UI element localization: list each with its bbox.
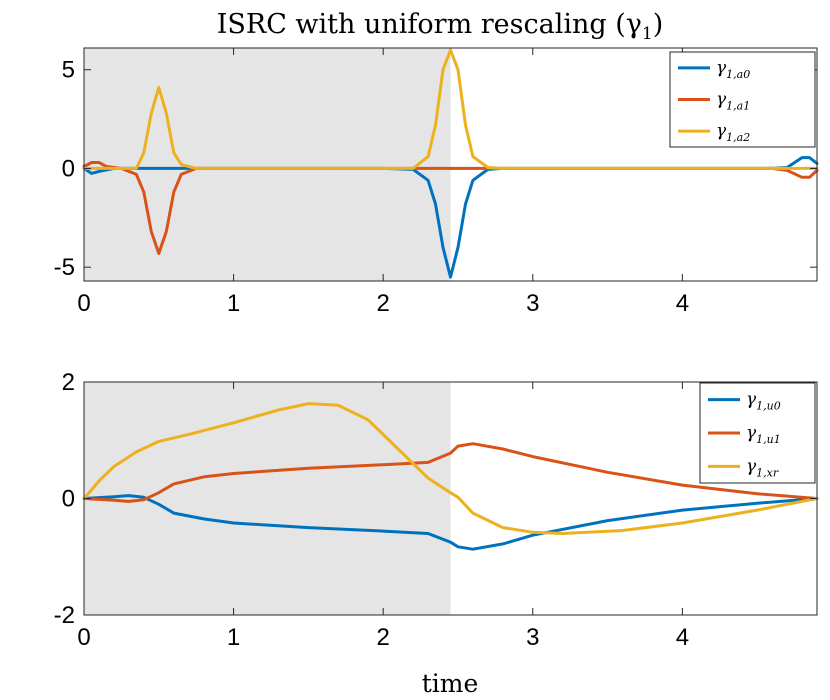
bottom-legend-label-2: γ1,xr xyxy=(746,456,779,479)
bottom-y-tick-label: 2 xyxy=(62,369,75,396)
bottom-y-tick-label: 0 xyxy=(62,486,75,513)
bottom-series-line-2 xyxy=(82,402,819,535)
top-axes-box xyxy=(83,47,818,282)
bottom-shaded-region xyxy=(84,382,451,615)
figure-title: ISRC with uniform rescaling (γ1) xyxy=(217,9,664,44)
top-series-line-2 xyxy=(82,48,819,170)
top-series-line-1 xyxy=(82,161,819,255)
bottom-legend-label-0: γ1,u0 xyxy=(746,390,781,413)
top-legend-label-0: γ1,a0 xyxy=(716,58,750,81)
top-x-tick-label: 4 xyxy=(676,290,689,317)
bottom-legend-label-1: γ1,u1 xyxy=(746,423,781,446)
top-x-tick-label: 3 xyxy=(526,290,539,317)
top-legend-label-2: γ1,a2 xyxy=(716,121,750,144)
top-x-tick-label: 0 xyxy=(77,290,90,317)
bottom-x-tick-label: 0 xyxy=(77,624,90,651)
top-y-tick-label: -5 xyxy=(54,254,75,281)
top-x-tick-label: 1 xyxy=(227,290,240,317)
bottom-series-line-1 xyxy=(82,442,819,503)
top-shaded-region xyxy=(84,48,451,281)
top-legend-label-1: γ1,a1 xyxy=(716,90,750,113)
bottom-x-tick-label: 2 xyxy=(377,624,390,651)
top-y-tick-label: 5 xyxy=(62,57,75,84)
bottom-x-tick-label: 3 xyxy=(526,624,539,651)
bottom-x-tick-label: 1 xyxy=(227,624,240,651)
top-x-tick-label: 2 xyxy=(377,290,390,317)
bottom-y-tick-label: -2 xyxy=(54,602,75,629)
x-axis-label: time xyxy=(422,669,479,698)
top-y-tick-label: 0 xyxy=(62,155,75,182)
bottom-x-tick-label: 4 xyxy=(676,624,689,651)
